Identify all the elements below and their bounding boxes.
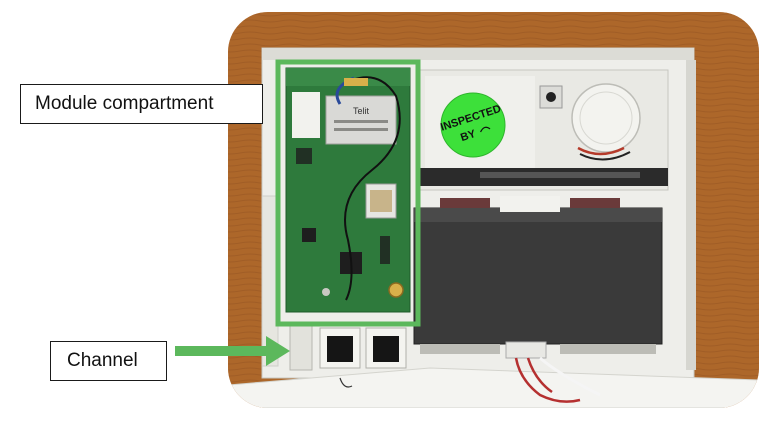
antenna-connector [388, 282, 404, 298]
channel-callout: Channel [50, 341, 167, 381]
battery-connector [505, 341, 547, 359]
coin-battery [571, 83, 641, 153]
wire-channel [289, 325, 313, 371]
module-compartment-label: Module compartment [35, 93, 214, 114]
bottom-cover [228, 367, 759, 408]
channel-arrow-head [266, 336, 290, 366]
inspected-sticker [440, 92, 506, 158]
channel-arrow-shaft [175, 346, 267, 356]
antenna-cable [344, 76, 401, 301]
battery-strap [500, 196, 560, 212]
module-brand: Telit [353, 106, 370, 116]
module-compartment-callout: Module compartment [20, 84, 263, 124]
backup-battery [413, 207, 663, 345]
module-highlight-box [275, 59, 421, 327]
channel-label: Channel [67, 350, 138, 371]
photo-content: INSPECTED BY Telit [228, 12, 759, 408]
sticker-line2: BY [459, 128, 478, 144]
